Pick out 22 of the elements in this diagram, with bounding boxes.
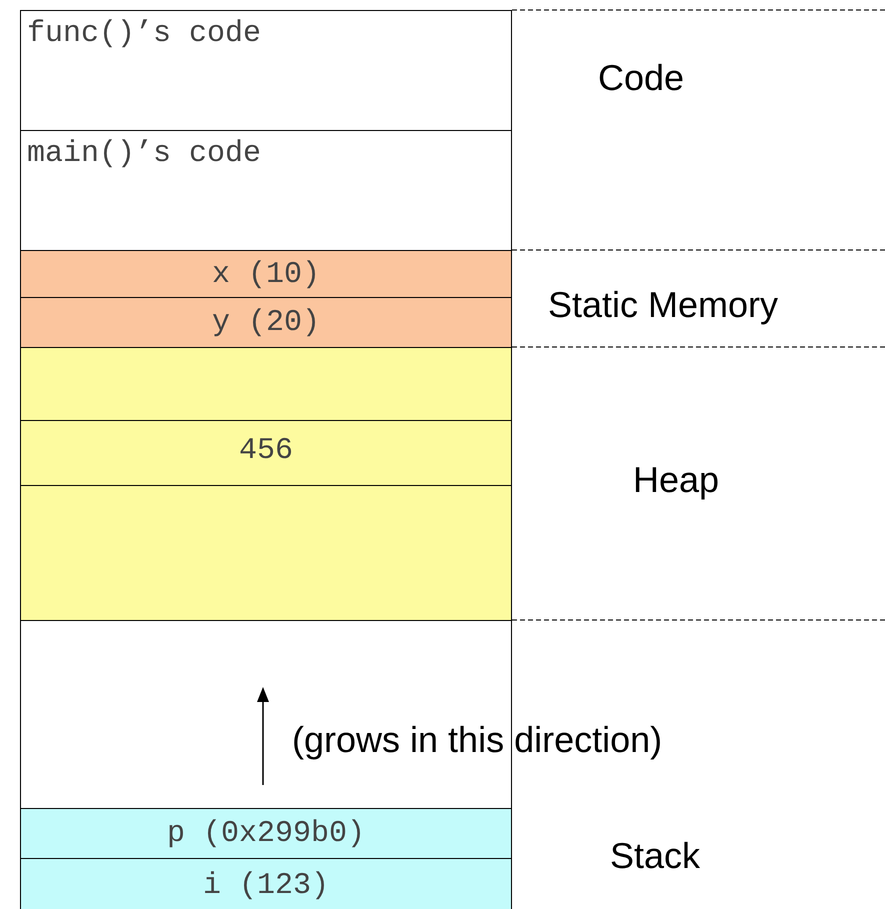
memory-cell <box>20 347 512 420</box>
cell-text: func()’s code <box>27 19 262 49</box>
section-label: Static Memory <box>548 287 778 323</box>
note-text: (grows in this direction) <box>292 722 662 758</box>
section-label: Code <box>598 60 684 96</box>
memory-cell <box>20 808 512 858</box>
memory-cell <box>20 485 512 620</box>
section-label: Stack <box>610 838 700 874</box>
cell-text: main()’s code <box>27 139 262 169</box>
memory-cell <box>20 250 512 297</box>
memory-cell <box>20 858 512 909</box>
memory-cell <box>20 297 512 347</box>
memory-cell <box>20 10 512 130</box>
memory-cell <box>20 420 512 485</box>
memory-cell <box>20 130 512 250</box>
cell-text: y (20) <box>210 308 322 338</box>
cell-text: i (123) <box>202 871 330 901</box>
section-label: Heap <box>633 462 720 498</box>
memory-cell <box>20 620 512 808</box>
cell-text: p (0x299b0) <box>166 819 366 849</box>
cell-text: x (10) <box>210 260 322 290</box>
cell-text: 456 <box>238 436 294 466</box>
